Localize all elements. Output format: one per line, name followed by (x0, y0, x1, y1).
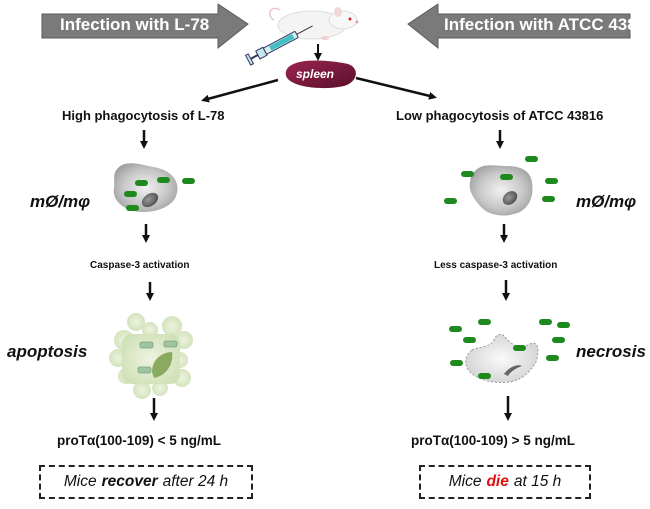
left-outcome-box: Mice recover after 24 h (39, 465, 253, 499)
right-outcome-prefix: Mice (448, 473, 482, 490)
right-banner-arrow (407, 3, 631, 50)
left-outcome-emphasis: recover (101, 473, 158, 490)
macrophage-left-icon (113, 163, 178, 212)
right-caspase-label: Less caspase-3 activation (434, 260, 558, 271)
left-outcome-suffix: after 24 h (162, 473, 229, 490)
left-phagocytosis-label: High phagocytosis of L-78 (62, 108, 225, 123)
apoptotic-cell-icon (109, 313, 193, 399)
bacteria-necrosis (449, 319, 570, 379)
apoptotic-bacteria (137, 340, 178, 374)
left-outcome-prefix: Mice (63, 473, 97, 490)
left-banner-arrow (41, 3, 249, 50)
syringe-icon (244, 25, 313, 66)
right-outcome-suffix: at 15 h (513, 473, 562, 490)
right-outcome-box: Mice die at 15 h (419, 465, 591, 499)
bacteria-right (444, 156, 558, 204)
right-protalpha-level: proTα(100-109) > 5 ng/mL (411, 433, 575, 448)
spleen-label: spleen (296, 67, 335, 81)
mouse-icon (269, 7, 359, 40)
spleen-icon (285, 60, 356, 89)
left-protalpha-level: proTα(100-109) < 5 ng/mL (57, 433, 221, 448)
right-phagocytosis-label: Low phagocytosis of ATCC 43816 (396, 108, 604, 123)
bacteria-left (124, 177, 195, 211)
necrosis-label: necrosis (576, 342, 646, 361)
necrotic-cell-icon (465, 333, 539, 383)
left-banner-label: Infection with L-78 (60, 15, 210, 34)
left-caspase-label: Caspase-3 activation (90, 260, 190, 271)
right-cell-label: mØ/mφ (576, 192, 637, 211)
macrophage-right-icon (469, 165, 533, 216)
right-banner-label: Infection with ATCC 43816 (444, 15, 650, 34)
right-outcome-emphasis: die (486, 473, 509, 490)
apoptotic-nucleus (152, 352, 173, 378)
left-cell-label: mØ/mφ (30, 192, 91, 211)
apoptosis-label: apoptosis (7, 342, 88, 361)
